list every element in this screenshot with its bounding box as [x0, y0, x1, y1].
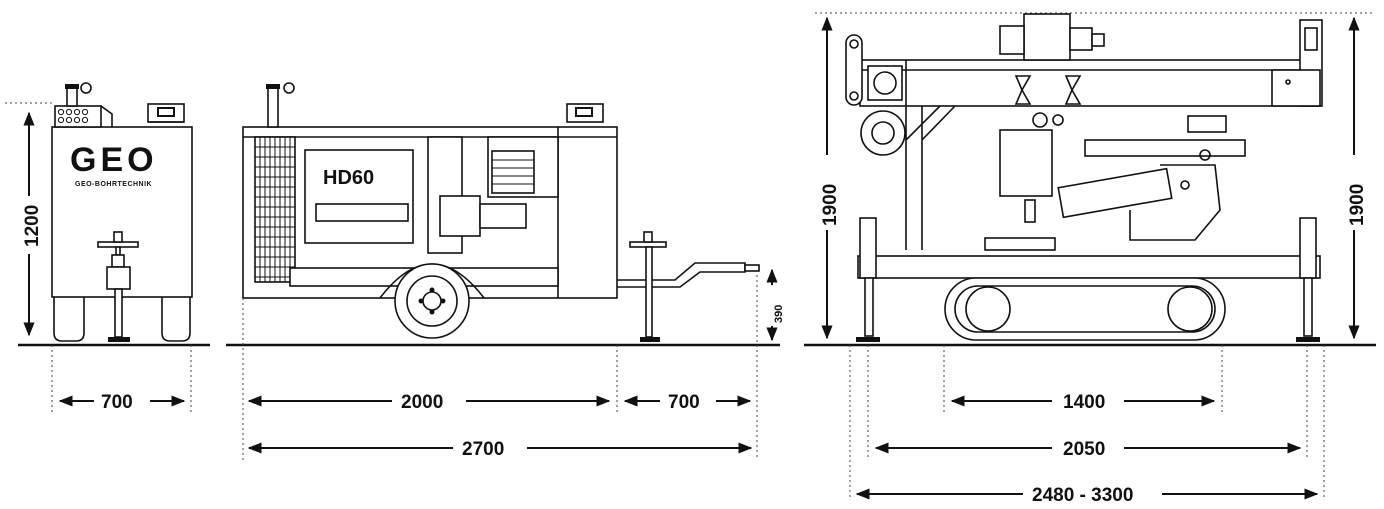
mast-height-left-label: 1900	[820, 184, 841, 226]
drawbar-length-label: 700	[668, 392, 700, 413]
drawbar-height-label: 390	[773, 305, 785, 323]
side-length-label: 2000	[401, 392, 443, 413]
crawler-track	[944, 277, 1226, 341]
outrigger-range-label: 2480 - 3300	[1032, 485, 1133, 506]
rig-housing	[999, 129, 1053, 197]
outrigger-span-label: 2050	[1063, 439, 1105, 460]
radiator-grid	[254, 136, 296, 283]
rig-view: 1900 1900 1400 2050 2480 - 3300	[804, 12, 1376, 506]
mast	[859, 59, 1321, 107]
drill-head	[1023, 13, 1071, 61]
engine-panel	[304, 149, 414, 244]
wheel	[394, 263, 470, 339]
track-length-label: 1400	[1063, 392, 1105, 413]
side-view: HD60 390 2000	[226, 82, 785, 460]
front-width-label: 700	[101, 392, 133, 413]
mast-height-right-label: 1900	[1347, 184, 1368, 226]
total-length-label: 2700	[462, 439, 504, 460]
logo-subtext: GEO-BOHRTECHNIK	[75, 181, 152, 188]
chassis	[857, 255, 1321, 279]
front-height-label: 1200	[22, 205, 43, 247]
front-view: GEO GEO-BOHRTECHNIK 1200 700	[5, 82, 210, 413]
logo-text: GEO	[70, 141, 158, 179]
model-label: HD60	[323, 167, 374, 189]
